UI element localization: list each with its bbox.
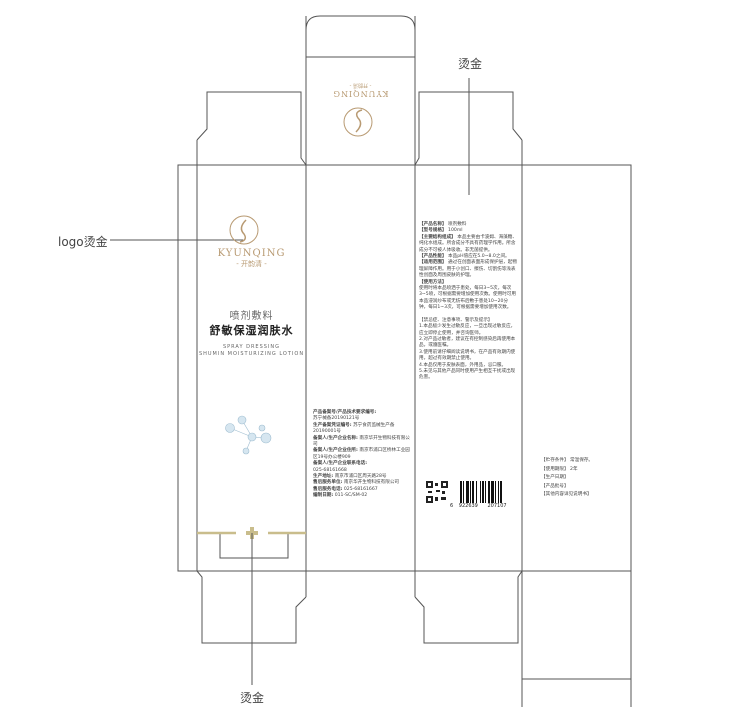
barcode-bar [500,481,502,503]
info-line: 【适用范围】 通过在创面表面形成保护层，起物理屏障作用。用于小创口、擦伤、切割伤… [419,260,517,279]
top-brand-name-cn: - 开韵清 - [349,82,372,88]
top-logo-emblem [343,107,373,137]
barcode-bar [476,481,477,503]
warnings-title: 【禁忌症、注意事项、警示及提示】 [419,317,493,323]
barcode-bar [480,481,481,503]
bottom-foil-annotation: 烫金 [240,691,265,705]
barcode-bar [498,481,499,503]
registration-info: 产品备案号/产品技术要求编号: 苏宁械备20190121号 生产备案凭证编号: … [313,410,411,500]
info-line: 【使用方法】 [419,279,447,285]
warning-item: 2.对产品过敏者，建议在有控制感染后再使用本品，或遵医嘱。 [419,336,516,349]
reg-line: 编制日期: 011-SC/SM-02 [313,493,368,499]
bottom-bracket [219,533,289,559]
info-line: 使用时将本品喷洒于患处，每日3~5次，每次3~5喷，可根据需要增加使用次数。使用… [419,286,516,311]
reg-line: 备案人/生产企业联系电话: [313,461,368,467]
storage-line: 【其他内容详见说明书】 [541,492,592,497]
brand-name-en: KYUNQING [217,248,286,259]
barcode-bar [470,481,471,503]
top-foil-annotation: 烫金 [458,57,483,71]
barcode-bar [472,481,474,503]
storage-line: 【贮存条件】 常温保存。 [541,458,594,463]
barcode-lead: 6 [450,503,454,509]
barcode-bar [488,481,490,503]
bottom-flap-right [414,570,523,644]
top-dust-flap-left [196,91,307,166]
qr-code [426,481,448,503]
warning-item: 4.本品仅用于皮肤表面，外用品，忌口服。 [419,362,507,368]
storage-info: 【贮存条件】 常温保存。 【使用期限】 2年 【生产日期】 【产品批号】 【其他… [541,457,629,500]
body-outline [177,164,632,572]
barcode-digits: 6 922639 207107 [450,503,507,509]
barcode-bar [460,481,462,503]
barcode-bar [491,481,494,503]
info-line: 【主要结构组成】 本品主要由卡波姆、海藻糖、纯化水组成。所含成分不具有药理学作用… [419,234,517,253]
reg-line: 生产地址: 南京市浦口区周天路28号 [313,474,387,480]
storage-line: 【使用期限】 2年 [541,466,578,472]
reg-line: 备案人/生产企业名称: 南京华开生物科技有限公司 [313,435,410,448]
barcode-bar [463,481,464,503]
top-tuck-flap [305,15,416,60]
brand-name-cn: - 开韵清 - [236,260,267,268]
logo-emblem [229,107,373,245]
top-brand-name-en: KYUNQING [332,89,389,98]
front-brand: KYUNQING - 开韵清 - [197,248,306,269]
reg-line: 售后服务电话: 025-68161667 [313,486,378,492]
reg-line: 售后服务单位: 南京华开生物科技有限公司 [313,480,400,486]
warning-item: 5.未见与其他产品同时使用产生相互干扰或出现危害。 [419,368,516,381]
info-line: 【型号规格】 100ml [419,228,463,234]
molecule-image [225,415,272,455]
warning-item: 3.使用前请仔细阅读说明书，在产品有效期内使用，超过有效期禁止使用。 [419,349,516,362]
reg-line: 苏宁械备20190121号 [313,416,360,422]
storage-line: 【产品批号】 [541,483,569,489]
top-dust-flap-right [414,91,523,166]
barcode-right: 207107 [487,503,507,509]
en-line-2: SHUMIN MOISTURIZING LOTION [198,351,305,357]
front-title-block: 喷剂敷料 舒敏保湿润肤水 SPRAY DRESSING SHUMIN MOIST… [197,307,306,358]
product-title: 舒敏保湿润肤水 [209,324,294,337]
barcode-bar [482,481,484,503]
warning-item: 1.本品极少发生过敏反应，一旦出现过敏反应，应立即停止使用，并咨询医师。 [419,324,516,336]
info-line: 【产品性能】 本品pH值应在5.0~8.0之间。 [419,254,510,260]
reg-line: 产品备案号/产品技术要求编号: [313,410,377,415]
product-info: 【产品名称】 喷剂敷料 【型号规格】 100ml 【主要结构组成】 本品主要由卡… [419,222,517,382]
barcode [460,481,502,503]
barcode-bar [466,481,469,503]
barcode-bar [485,481,486,503]
storage-line: 【生产日期】 [541,475,569,480]
en-line-1: SPRAY DRESSING [222,344,281,350]
top-flap-brand: KYUNQING - 开韵清 - [306,82,415,98]
reg-line: 025-68161668 [313,467,347,473]
bottom-flap-left [196,570,307,644]
product-subtitle: 喷剂敷料 [229,311,274,322]
info-line: 【产品名称】 喷剂敷料 [419,222,467,227]
barcode-bar [495,481,496,503]
reg-line: 生产备案凭证编号: 苏宁食药监械生产备20190001号 [313,422,395,435]
logo-foil-annotation: logo烫金 [58,235,108,249]
barcode-left: 922639 [458,503,478,509]
reg-line: 备案人/生产企业住所: 南京市浦口区桥林工业园区19号办公楼909 [313,448,410,460]
